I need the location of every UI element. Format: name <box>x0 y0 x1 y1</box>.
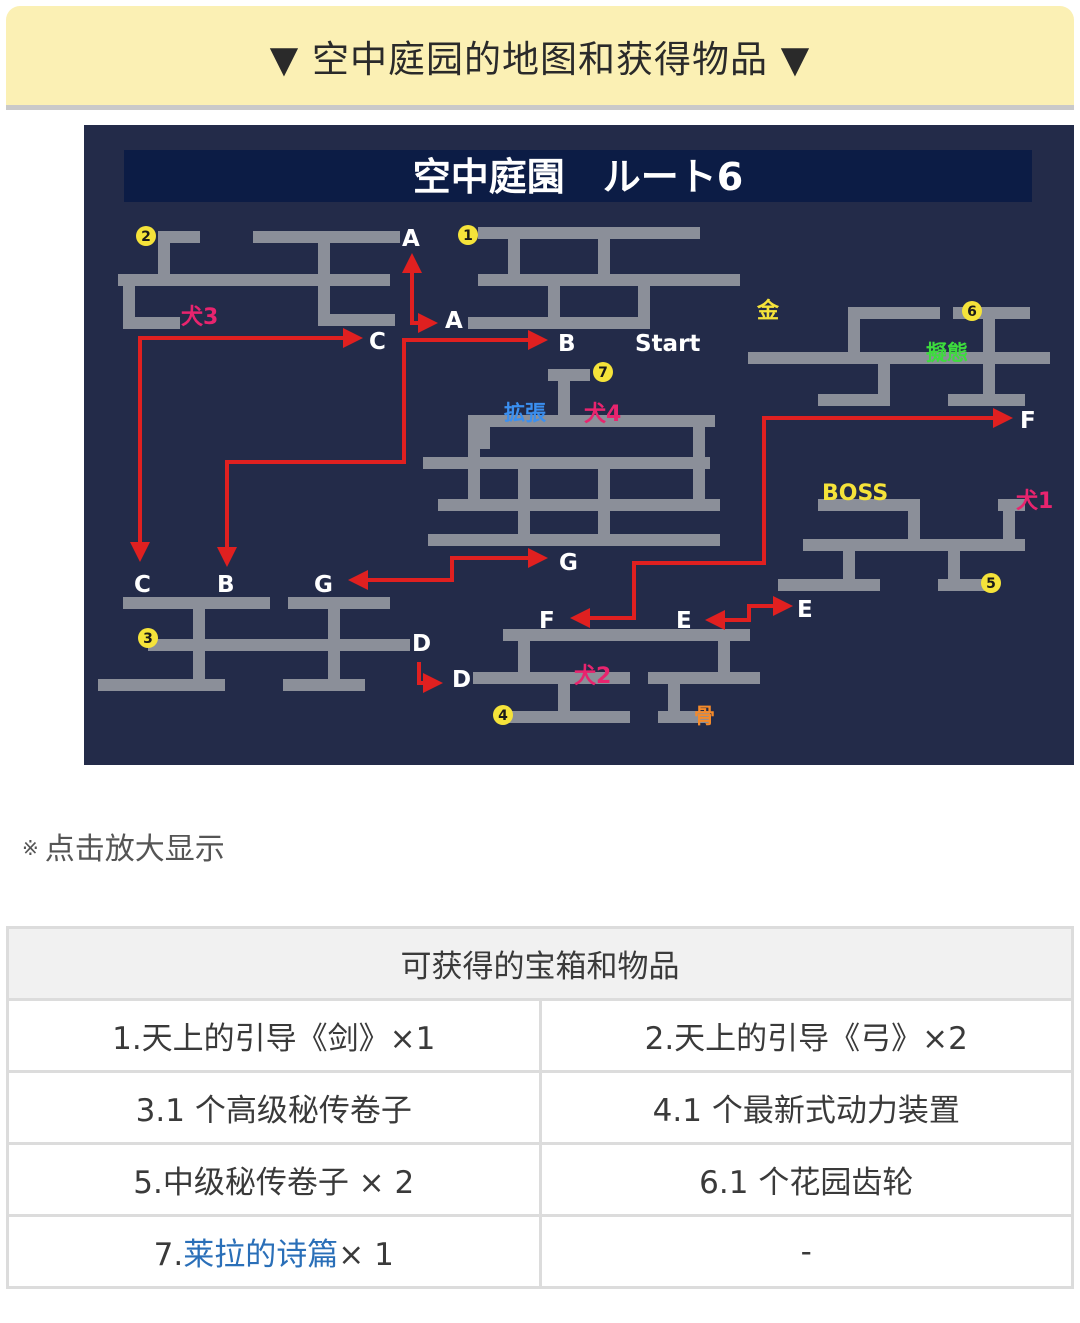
map-marker-2: 2 <box>136 226 156 246</box>
map-marker-4: 4 <box>493 705 513 725</box>
items-table: 可获得的宝箱和物品 1.天上的引导《剑》×1 2.天上的引导《弓》×2 3.1 … <box>6 926 1074 1289</box>
table-cell: 3.1 个高级秘传卷子 <box>6 1070 542 1145</box>
map-label-e-right: E <box>797 597 813 623</box>
map-label-gold: 金 <box>756 298 780 324</box>
svg-text:5: 5 <box>986 576 996 592</box>
svg-text:1: 1 <box>463 228 473 244</box>
map-corridors <box>98 227 1050 723</box>
note-mark: ※ <box>22 836 39 860</box>
map-marker-5: 5 <box>981 573 1001 593</box>
map-label-expand: 拡張 <box>504 401 547 425</box>
map-label-d-lower: D <box>452 667 471 693</box>
table-cell: 1.天上的引导《剑》×1 <box>6 998 542 1073</box>
map-label-d-right: D <box>412 631 431 657</box>
table-header-row: 可获得的宝箱和物品 <box>6 926 1074 1001</box>
map-label-dog4: 犬4 <box>584 402 621 427</box>
map-label-e-bottom: E <box>676 608 692 634</box>
map-label-f-bottom: F <box>539 608 555 634</box>
map-label-f-right: F <box>1020 408 1036 434</box>
map-label-dog2: 犬2 <box>574 664 611 689</box>
map-marker-7: 7 <box>593 362 613 382</box>
map-label-a-top: A <box>402 226 420 252</box>
table-row: 3.1 个高级秘传卷子 4.1 个最新式动力装置 <box>6 1070 1074 1145</box>
map-label-b-bottom: B <box>217 572 235 598</box>
map-label-bone: 骨 <box>694 704 715 728</box>
map-title-bar <box>124 150 1032 202</box>
map-marker-1: 1 <box>458 225 478 245</box>
table-cell: - <box>538 1214 1074 1289</box>
table-cell: 4.1 个最新式动力装置 <box>538 1070 1074 1145</box>
table-header: 可获得的宝箱和物品 <box>6 926 1074 1001</box>
item-7-suffix: × 1 <box>338 1237 394 1273</box>
section-title: ▼ 空中庭园的地图和获得物品 ▼ <box>269 37 811 81</box>
map-label-mimic: 擬態 <box>926 341 968 365</box>
table-row: 5.中级秘传卷子 × 2 6.1 个花园齿轮 <box>6 1142 1074 1217</box>
map-marker-3: 3 <box>138 628 158 648</box>
map-label-a-right: A <box>445 308 463 334</box>
map-route-arrows <box>130 253 1013 693</box>
table-row: 7.莱拉的诗篇× 1 - <box>6 1214 1074 1289</box>
svg-text:4: 4 <box>498 708 508 724</box>
svg-text:6: 6 <box>967 304 977 320</box>
section-header[interactable]: ▼ 空中庭园的地图和获得物品 ▼ <box>6 6 1074 110</box>
svg-text:7: 7 <box>598 365 608 381</box>
map-marker-6: 6 <box>962 301 982 321</box>
item-7-link[interactable]: 莱拉的诗篇 <box>183 1237 339 1273</box>
map-label-start: Start <box>635 331 700 357</box>
map-label-c-top: C <box>369 329 386 355</box>
map-label-dog3: 犬3 <box>181 305 218 330</box>
table-cell: 5.中级秘传卷子 × 2 <box>6 1142 542 1217</box>
map-label-g-mid: G <box>559 550 578 576</box>
item-7-prefix: 7. <box>153 1237 184 1273</box>
map-label-g-bottom: G <box>314 572 333 598</box>
zoom-note: ※点击放大显示 <box>22 824 225 868</box>
dungeon-map-image[interactable]: 空中庭園 ルート6 <box>84 125 1074 765</box>
table-row: 1.天上的引导《剑》×1 2.天上的引导《弓》×2 <box>6 998 1074 1073</box>
map-title: 空中庭園 ルート6 <box>413 155 743 199</box>
map-label-dog1: 犬1 <box>1016 489 1053 514</box>
svg-text:2: 2 <box>141 229 151 245</box>
table-cell: 6.1 个花园齿轮 <box>538 1142 1074 1217</box>
map-label-b-top: B <box>558 331 576 357</box>
table-cell: 7.莱拉的诗篇× 1 <box>6 1214 542 1289</box>
map-label-boss: BOSS <box>822 481 888 506</box>
table-cell: 2.天上的引导《弓》×2 <box>538 998 1074 1073</box>
map-label-c-bottom: C <box>134 572 151 598</box>
note-text: 点击放大显示 <box>44 832 225 867</box>
svg-text:3: 3 <box>143 631 153 647</box>
